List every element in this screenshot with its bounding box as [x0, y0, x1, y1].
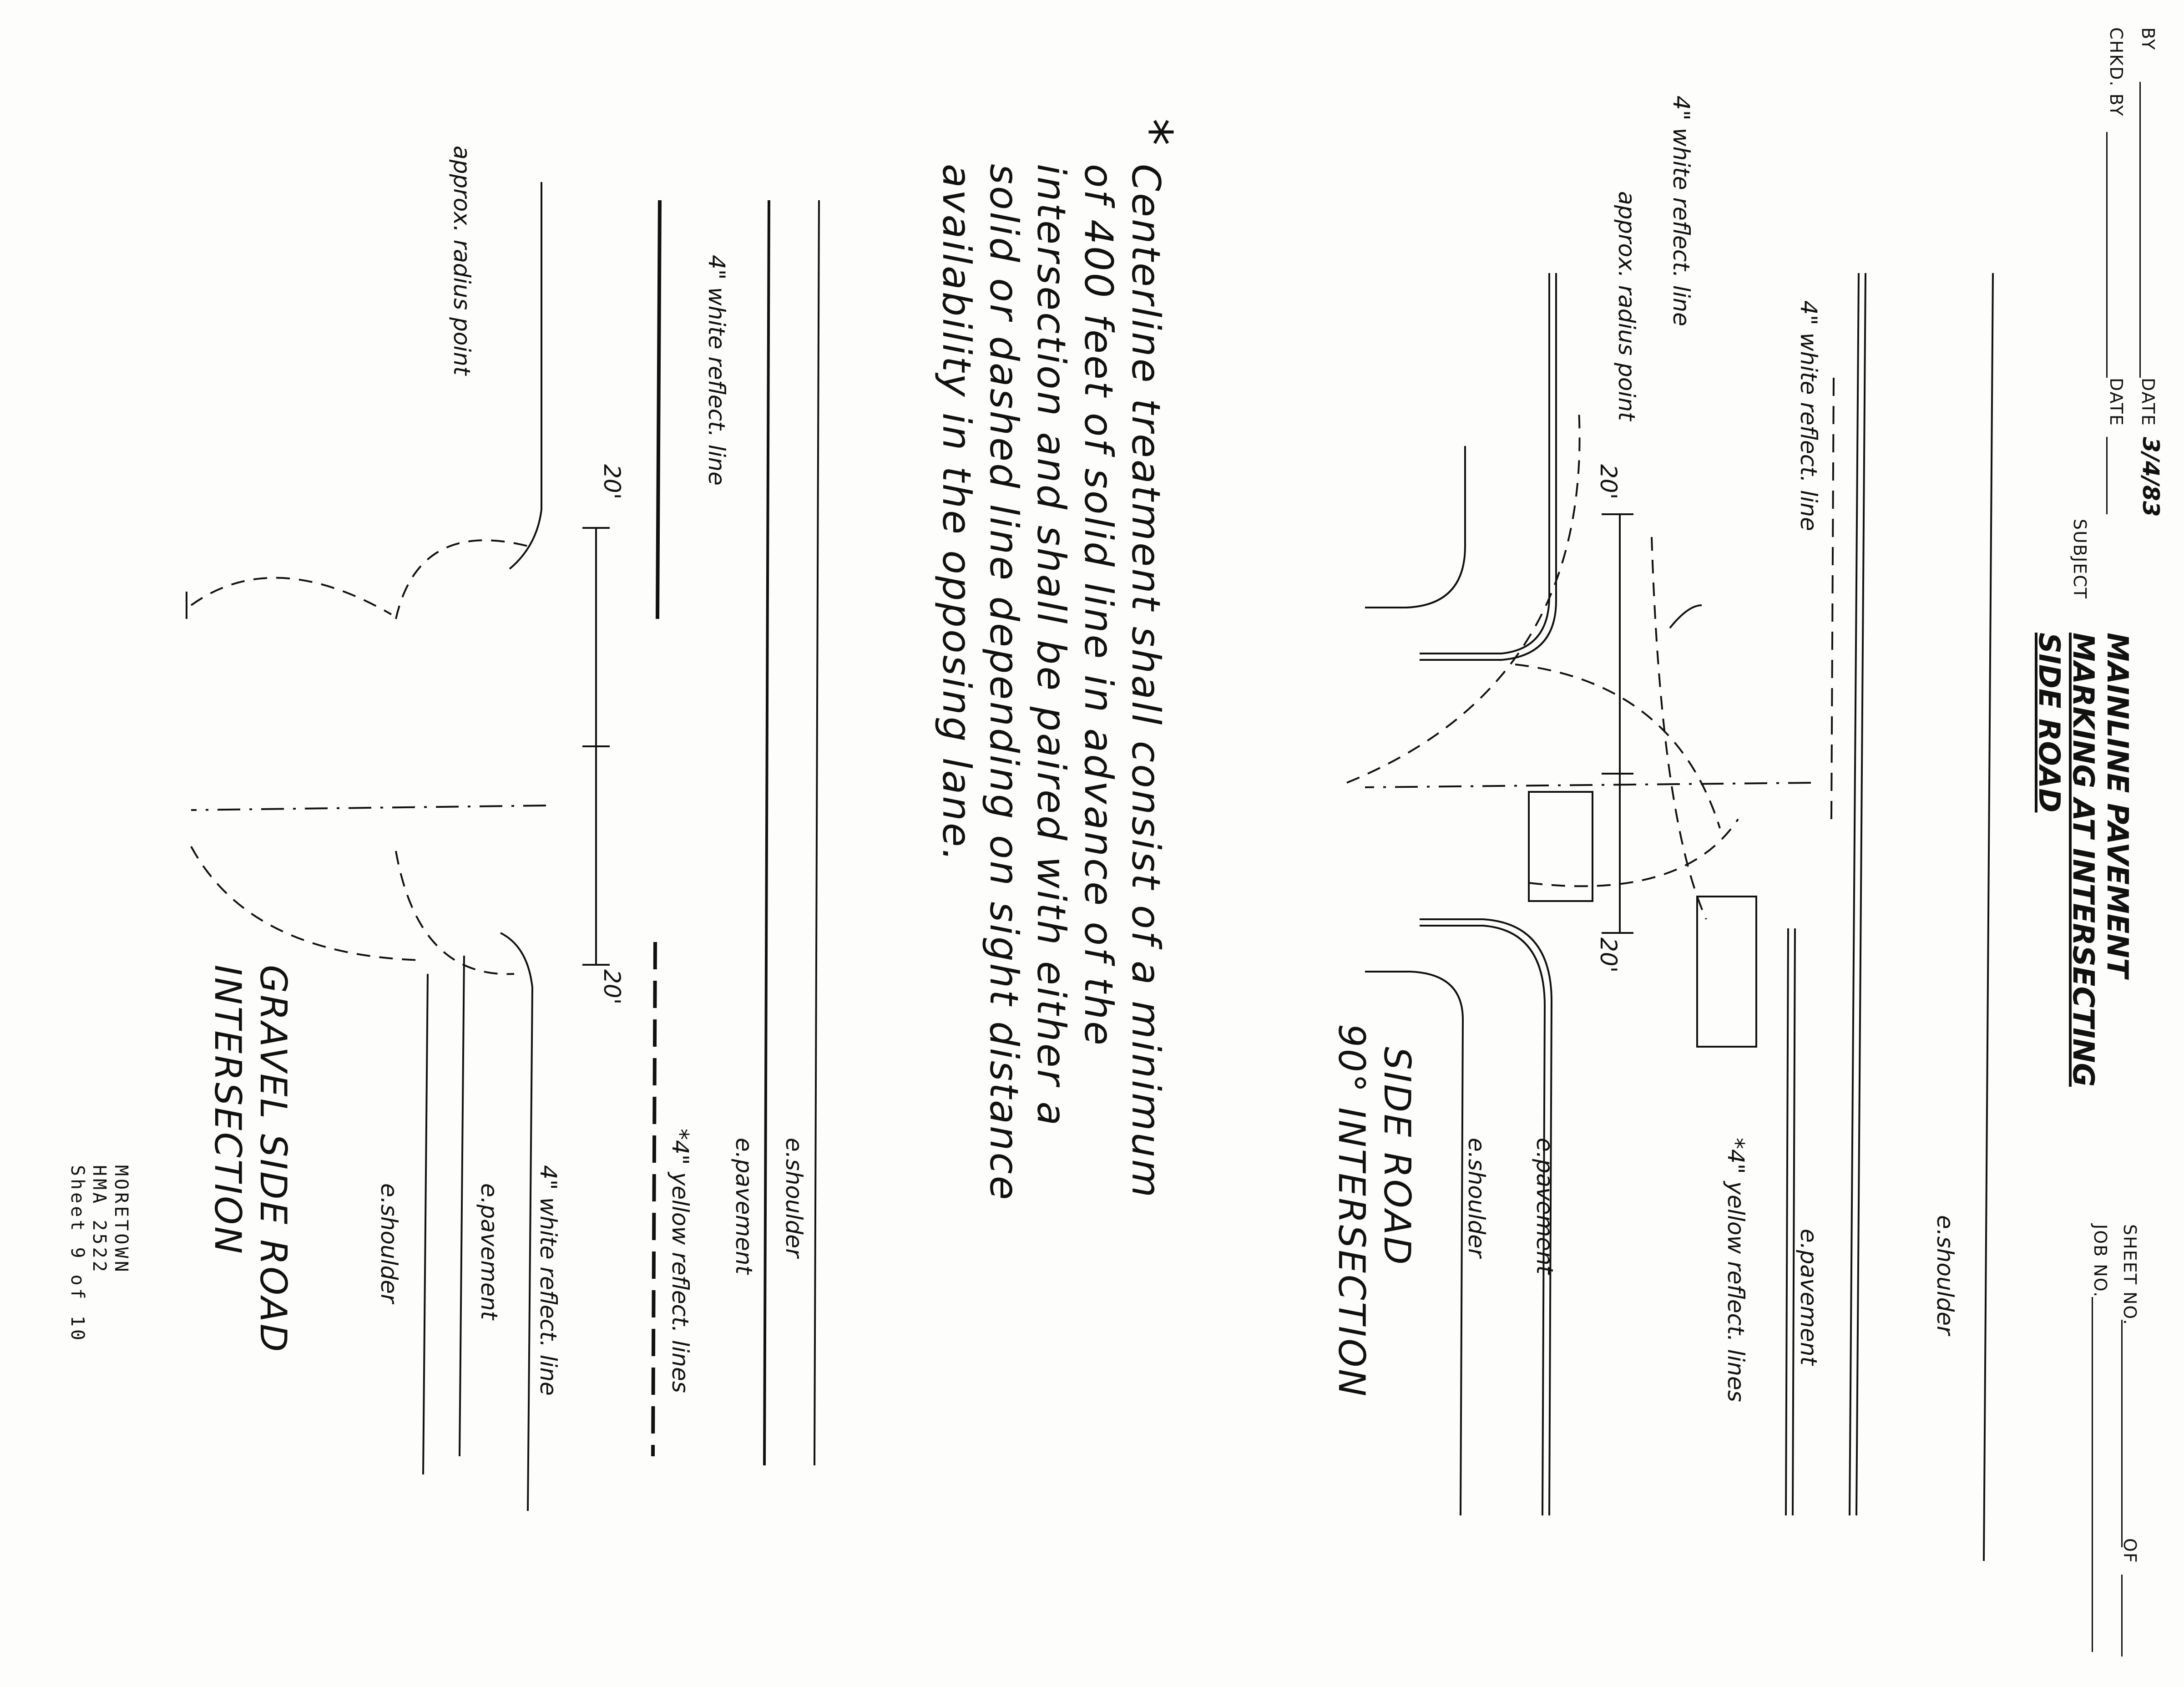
top-side-road-centerline [1365, 782, 1811, 788]
top-radius-label: approx. radius point [1613, 191, 1640, 421]
top-turn-path-2 [1515, 664, 1721, 829]
bot-dim-left-label: 20' [599, 464, 625, 500]
top-white-line-left [1420, 273, 1557, 661]
bot-dim-right-label: 20' [599, 969, 625, 1005]
bot-radius-label: approx. radius point [449, 146, 475, 375]
bot-diagram-title-1: GRAVEL SIDE ROAD [252, 965, 294, 1354]
top-diagram-title-1: SIDE ROAD [1376, 1047, 1418, 1267]
top-dashed-lane [1830, 377, 1835, 820]
top-left-shoulder-curve [1365, 446, 1466, 608]
top-yellow-line-1 [1792, 928, 1796, 1516]
top-yellow-lines-label: *4" yellow reflect. lines [1723, 1138, 1749, 1402]
note-star: * [1120, 118, 1183, 146]
top-e-pavement-bottom-label: e.pavement [1532, 1138, 1558, 1275]
top-shoulder-line [1983, 273, 1994, 1561]
top-turn-path-1 [1346, 409, 1581, 784]
bot-dashed-curve-left-2 [190, 577, 392, 615]
bot-e-pavement-top-label: e.pavement [731, 1138, 757, 1275]
footer-info: MORETOWN HMA 2522 Sheet 9 of 10 [67, 1165, 131, 1343]
bot-e-shoulder-bottom-label: e.shoulder [376, 1183, 402, 1303]
bot-white-line-right [500, 932, 534, 1511]
bot-pavement-edge-bottom [459, 955, 465, 1457]
top-turn-path-4 [1651, 537, 1707, 920]
top-white-line-left-label: 4" white reflect. line [1668, 96, 1694, 326]
bot-dashed-curve-right-2 [190, 846, 424, 961]
bot-shoulder-line-bottom [422, 973, 429, 1475]
bot-white-line-bottom-label: 4" white reflect. line [535, 1165, 561, 1396]
top-diagram-title-2: 90° INTERSECTION [1330, 1024, 1373, 1398]
bot-e-shoulder-top-label: e.shoulder [781, 1138, 807, 1258]
bot-white-line-top-label: 4" white reflect. line [703, 255, 730, 486]
top-e-shoulder-bottom-label: e.shoulder [1463, 1138, 1490, 1258]
bot-dashed-curve-left [395, 539, 528, 619]
top-yellow-line-2 [1785, 928, 1789, 1516]
top-pavement-edge-inner [1849, 273, 1860, 1516]
top-white-line-right [1420, 918, 1553, 1516]
top-radius-arrow [1669, 604, 1702, 629]
bot-pavement-edge-top [763, 200, 770, 1466]
note-text: Centerline treatment shall consist of a … [934, 164, 1168, 1202]
bot-side-road-centerline [191, 805, 546, 811]
bot-dashed-curve-right [395, 851, 515, 975]
top-white-line-right-inner [1420, 925, 1546, 1516]
top-e-shoulder-label: e.shoulder [1932, 1215, 1958, 1335]
bot-e-pavement-bottom-label: e.pavement [476, 1183, 502, 1320]
top-right-shoulder-curve [1365, 971, 1464, 1516]
top-e-pavement-label: e.pavement [1795, 1229, 1822, 1366]
bot-yellow-lines-label: *4" yellow reflect. lines [667, 1129, 693, 1393]
top-dim-right-label: 20' [1595, 937, 1622, 973]
bot-yellow-line-left [656, 200, 662, 619]
bot-white-line-left [509, 182, 542, 570]
top-turn-path-3 [1528, 818, 1739, 887]
top-car-1 [1528, 791, 1593, 902]
bot-yellow-line-right [651, 942, 657, 1457]
top-car-2 [1696, 896, 1757, 1048]
top-white-line-label: 4" white reflect. line [1795, 300, 1822, 531]
bot-diagram-title-2: INTERSECTION [207, 965, 249, 1256]
top-white-line-left-inner [1420, 273, 1550, 654]
bot-shoulder-line-top [814, 200, 820, 1466]
top-dim-left-label: 20' [1595, 464, 1622, 500]
top-pavement-edge-outer [1855, 273, 1866, 1516]
